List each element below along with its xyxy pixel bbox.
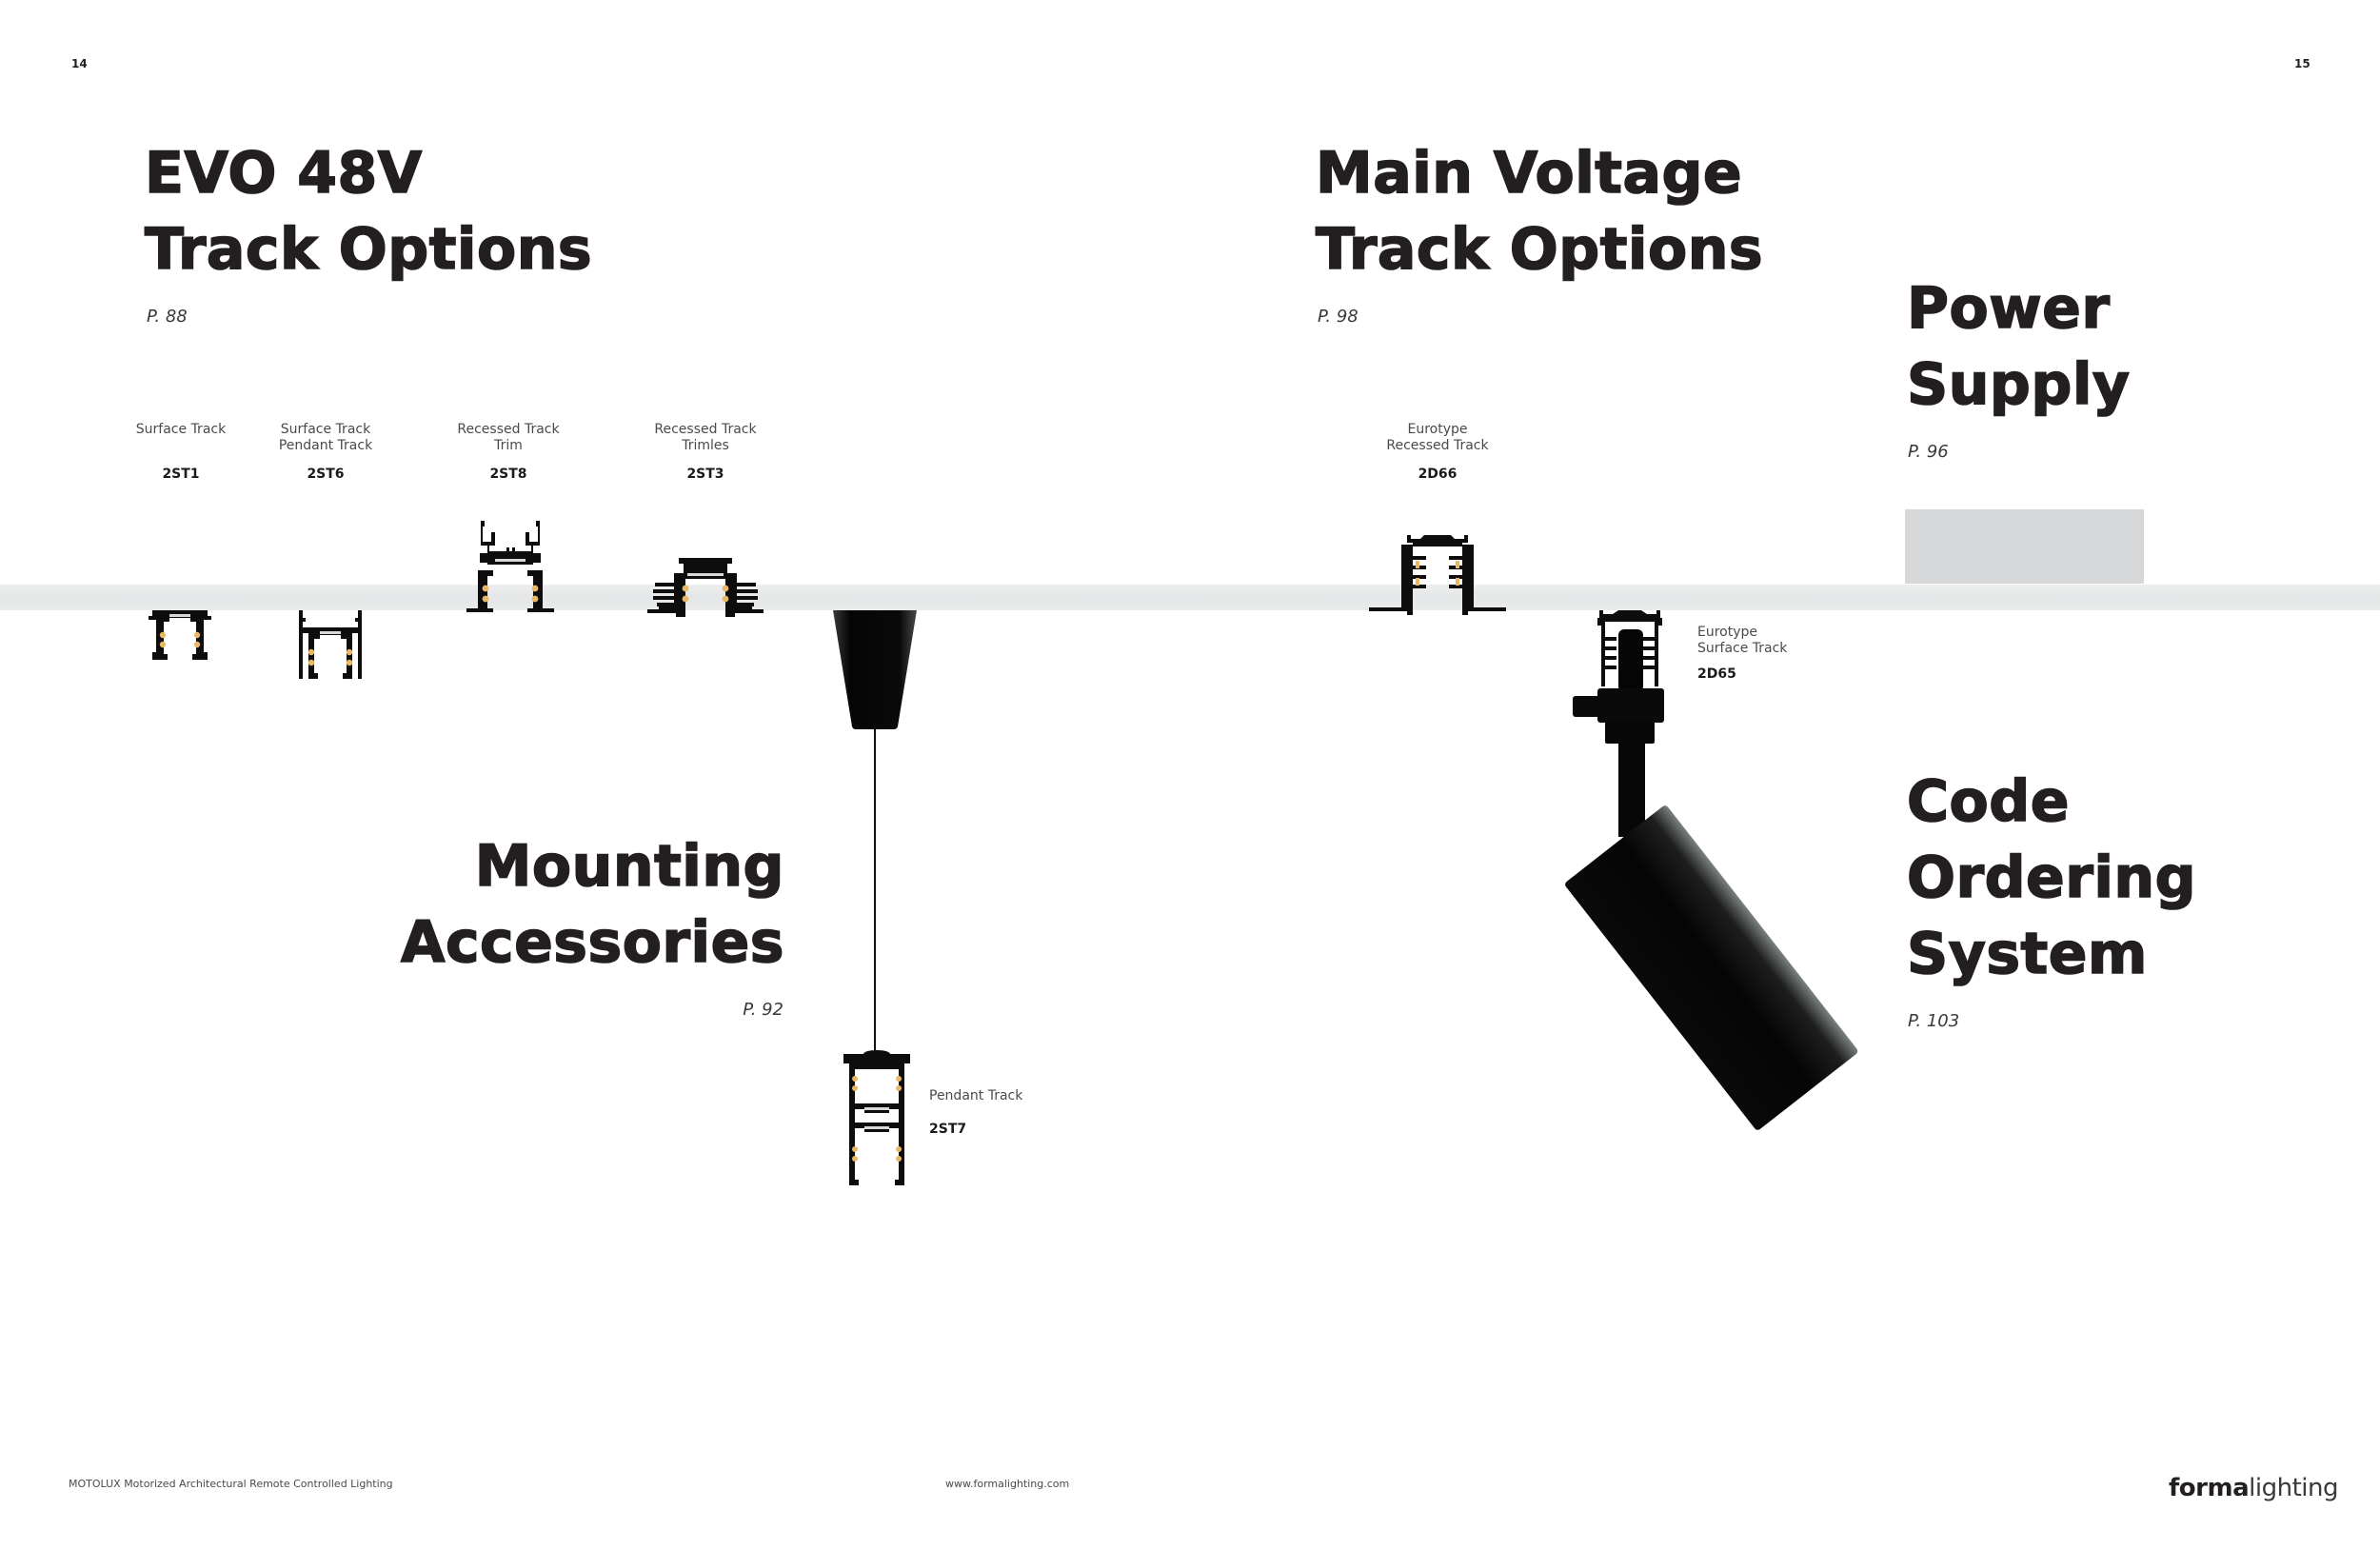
heading-line: Track Options [1315,215,1764,284]
product-label: Surface Track [280,422,371,437]
heading-line: Power [1906,274,2111,343]
page-ref-code-ordering[interactable]: P. 103 [1908,1011,1960,1031]
logo-light-part: lighting [2249,1474,2338,1502]
product-label: Pendant Track [929,1088,1023,1103]
product-label: Surface Track [1697,641,1788,656]
section-heading-code-ordering-system[interactable]: Code Ordering System [1906,764,2197,992]
ceiling-band [0,585,2380,610]
section-heading-evo-48v[interactable]: EVO 48V Track Options [144,135,593,288]
track-profile-2st7-icon [843,1050,910,1185]
product-label: Trimles [682,438,729,453]
page-ref-main-voltage[interactable]: P. 98 [1318,307,1359,327]
product-code: 2ST7 [929,1122,967,1137]
product-code: 2D65 [1697,666,1736,682]
power-supply-image-placeholder [1905,509,2144,584]
spotlight-fixture-icon [1565,610,1858,1130]
track-profile-2d66-icon [1369,535,1506,615]
product-2st1[interactable]: Surface Track 2ST1 [133,422,228,482]
section-heading-power-supply[interactable]: Power Supply [1906,270,2131,423]
heading-line: Main Voltage [1315,139,1743,208]
page-ref-power-supply[interactable]: P. 96 [1908,442,1949,462]
heading-line: Ordering [1906,844,2197,912]
footer-tagline: MOTOLUX Motorized Architectural Remote C… [69,1478,393,1490]
product-label: Eurotype [1697,625,1758,640]
product-label: Surface Track [135,422,227,437]
product-2d66[interactable]: Eurotype Recessed Track 2D66 [1380,422,1495,482]
product-2st8[interactable]: Recessed Track Trim 2ST8 [451,422,565,482]
product-label: Recessed Track [654,422,757,437]
pendant-canopy-icon [833,610,917,1054]
product-label: Recessed Track [457,422,560,437]
product-code: 2D66 [1418,467,1458,482]
formalighting-logo[interactable]: formalighting [2169,1474,2338,1502]
heading-line: Supply [1906,350,2131,419]
product-code: 2ST8 [489,467,527,482]
product-2st3[interactable]: Recessed Track Trimles 2ST3 [648,422,763,482]
product-label: Recessed Track [1386,438,1489,453]
section-heading-mounting-accessories[interactable]: Mounting Accessories [400,828,784,981]
product-label: Trim [494,438,523,453]
track-profile-2st3-icon [647,558,764,617]
product-label: Pendant Track [278,438,373,453]
page-ref-mounting[interactable]: P. 92 [743,1000,783,1020]
track-profile-2st8-icon [466,521,554,612]
product-code: 2ST6 [307,467,345,482]
heading-line: Track Options [144,215,593,284]
page-number-right: 15 [2294,57,2311,70]
heading-line: EVO 48V [144,139,423,208]
footer-website-link[interactable]: www.formalighting.com [945,1478,1070,1490]
track-profile-2st6-icon [299,610,362,679]
product-code: 2ST3 [686,467,724,482]
product-2st6[interactable]: Surface Track Pendant Track 2ST6 [268,422,383,482]
product-code: 2ST1 [162,467,200,482]
page-number-left: 14 [71,57,88,70]
heading-line: Accessories [400,908,784,977]
logo-bold-part: forma [2169,1474,2250,1502]
section-heading-main-voltage[interactable]: Main Voltage Track Options [1315,135,1764,288]
heading-line: Code [1906,767,2070,836]
heading-line: Mounting [474,832,784,901]
product-2d65[interactable]: Eurotype Surface Track 2D65 [1697,625,1812,682]
track-profile-2st1-icon [149,610,211,660]
product-2st7[interactable]: Pendant Track 2ST7 [929,1088,1062,1137]
heading-line: System [1906,920,2148,988]
product-label: Eurotype [1407,422,1468,437]
page-ref-evo[interactable]: P. 88 [147,307,188,327]
